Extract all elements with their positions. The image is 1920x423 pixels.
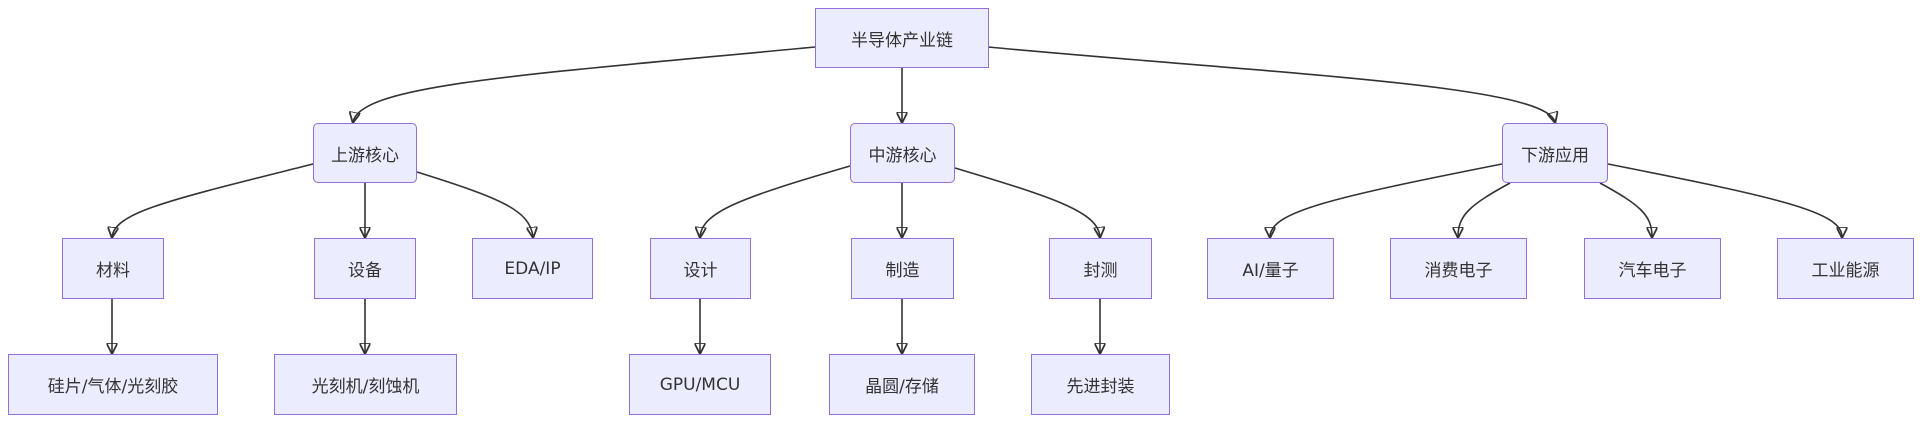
node-equipment: 设备 (314, 238, 416, 299)
edge-downstream-industrial (1607, 163, 1842, 237)
node-root-label: 半导体产业链 (851, 30, 953, 51)
edge-root-downstream (987, 46, 1555, 122)
edge-midstream-packaging (954, 167, 1100, 237)
edge-downstream-ai (1270, 163, 1503, 237)
node-industrial: 工业能源 (1777, 238, 1914, 299)
node-consumer: 消费电子 (1390, 238, 1527, 299)
node-consumer-label: 消费电子 (1424, 261, 1493, 281)
node-auto-label: 汽车电子 (1618, 261, 1687, 281)
node-eda: EDA/IP (472, 238, 593, 299)
node-manufacturing-detail-label: 晶圆/存储 (865, 377, 939, 397)
node-design-detail: GPU/MCU (629, 354, 771, 415)
node-materials: 材料 (62, 238, 164, 299)
edge-midstream-design (700, 165, 851, 237)
node-equipment-detail-label: 光刻机/刻蚀机 (311, 377, 420, 397)
node-midstream: 中游核心 (850, 123, 955, 183)
edge-upstream-eda (416, 171, 533, 237)
node-design-detail-label: GPU/MCU (659, 374, 741, 395)
node-ai: AI/量子 (1207, 238, 1334, 299)
node-downstream: 下游应用 (1502, 123, 1608, 183)
node-materials-detail-label: 硅片/气体/光刻胶 (47, 377, 179, 397)
node-packaging-detail: 先进封装 (1031, 354, 1170, 415)
edge-upstream-materials (112, 163, 314, 237)
node-design: 设计 (650, 238, 751, 299)
edge-downstream-consumer (1458, 182, 1511, 237)
node-manufacturing-label: 制造 (885, 261, 920, 281)
node-materials-detail: 硅片/气体/光刻胶 (8, 354, 218, 415)
node-auto: 汽车电子 (1584, 238, 1721, 299)
node-packaging-label: 封测 (1083, 261, 1118, 281)
edge-downstream-auto (1599, 182, 1652, 237)
node-downstream-label: 下游应用 (1521, 145, 1589, 166)
node-design-label: 设计 (683, 261, 718, 281)
node-manufacturing-detail: 晶圆/存储 (829, 354, 975, 415)
node-ai-label: AI/量子 (1242, 261, 1299, 281)
node-upstream: 上游核心 (313, 123, 417, 183)
node-industrial-label: 工业能源 (1811, 261, 1880, 281)
node-packaging-detail-label: 先进封装 (1066, 377, 1135, 397)
node-packaging: 封测 (1049, 238, 1152, 299)
edge-root-upstream (353, 46, 816, 122)
node-upstream-label: 上游核心 (331, 145, 399, 166)
node-equipment-detail: 光刻机/刻蚀机 (274, 354, 457, 415)
node-manufacturing: 制造 (851, 238, 954, 299)
node-eda-label: EDA/IP (504, 258, 561, 279)
node-midstream-label: 中游核心 (868, 145, 937, 166)
node-root: 半导体产业链 (815, 8, 989, 68)
node-materials-label: 材料 (96, 261, 130, 281)
node-equipment-label: 设备 (348, 261, 382, 281)
